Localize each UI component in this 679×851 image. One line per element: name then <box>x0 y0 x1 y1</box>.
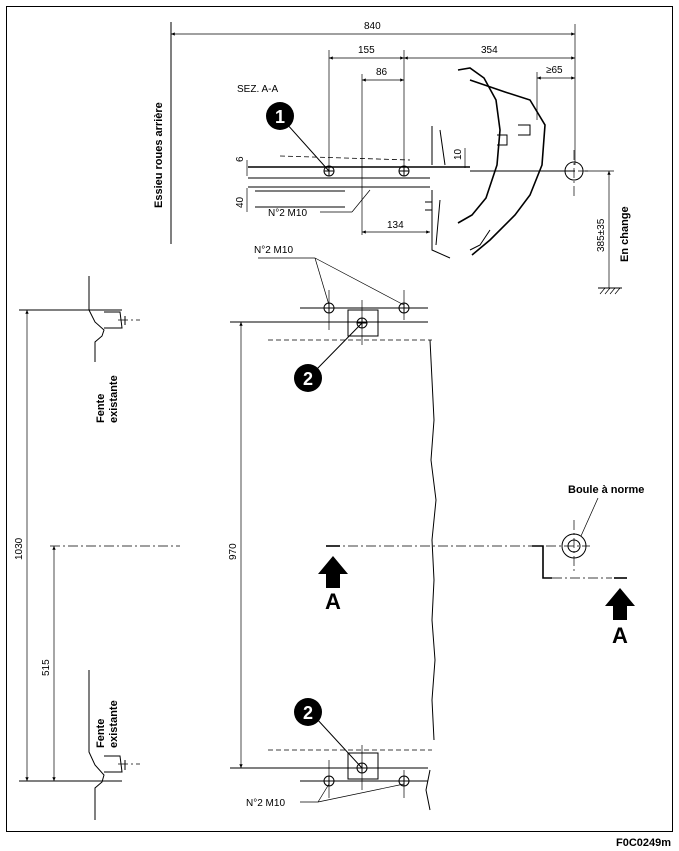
dimension-6: 6 <box>235 156 246 162</box>
callout-2-bottom <box>294 698 322 726</box>
dimension-515: 515 <box>41 659 52 676</box>
section-arrow-left <box>318 556 348 588</box>
rear-axle-label: Essieu roues arrière <box>153 102 165 208</box>
dimension-354: 354 <box>481 45 498 56</box>
side-profile: Fente existante Fente existante 1030 515 <box>14 276 180 820</box>
section-view: Essieu roues arrière 840 155 354 86 ≥65 … <box>153 21 631 295</box>
section-arrow-right <box>605 588 635 620</box>
callout-1-number: 1 <box>275 107 285 127</box>
bolts-label-section: N°2 M10 <box>268 208 307 219</box>
dimension-1030: 1030 <box>14 537 25 560</box>
dimension-840: 840 <box>364 21 381 32</box>
dimension-385-height: 385±35 <box>596 218 607 252</box>
dimension-155: 155 <box>358 45 375 56</box>
callout-1 <box>266 102 294 130</box>
callout-2-top-number: 2 <box>303 369 313 389</box>
figure-code: F0C0249m <box>616 837 671 849</box>
section-title: SEZ. A-A <box>237 84 278 95</box>
tow-ball-label: Boule à norme <box>568 484 644 496</box>
dimension-min-65: ≥65 <box>546 65 563 76</box>
bolts-label-plan-bottom: N°2 M10 <box>246 798 285 809</box>
dimension-40: 40 <box>235 196 246 208</box>
slot-label-bottom-line2: existante <box>108 700 120 748</box>
section-marker-left: A <box>325 589 341 614</box>
drawing-frame <box>6 6 673 832</box>
slot-label-top-line2: existante <box>108 375 120 423</box>
plan-view: N°2 M10 2 2 N°2 M10 970 <box>228 245 644 811</box>
callout-2-bottom-number: 2 <box>303 703 313 723</box>
callout-2-top <box>294 364 322 392</box>
slot-label-top-line1: Fente <box>95 394 107 423</box>
loaded-label: En change <box>619 206 631 262</box>
dimension-86: 86 <box>376 67 388 78</box>
bolts-label-plan-top: N°2 M10 <box>254 245 293 256</box>
dimension-970: 970 <box>228 543 239 560</box>
section-marker-right: A <box>612 623 628 648</box>
dimension-134: 134 <box>387 220 404 231</box>
dimension-10: 10 <box>453 148 464 160</box>
slot-label-bottom-line1: Fente <box>95 719 107 748</box>
